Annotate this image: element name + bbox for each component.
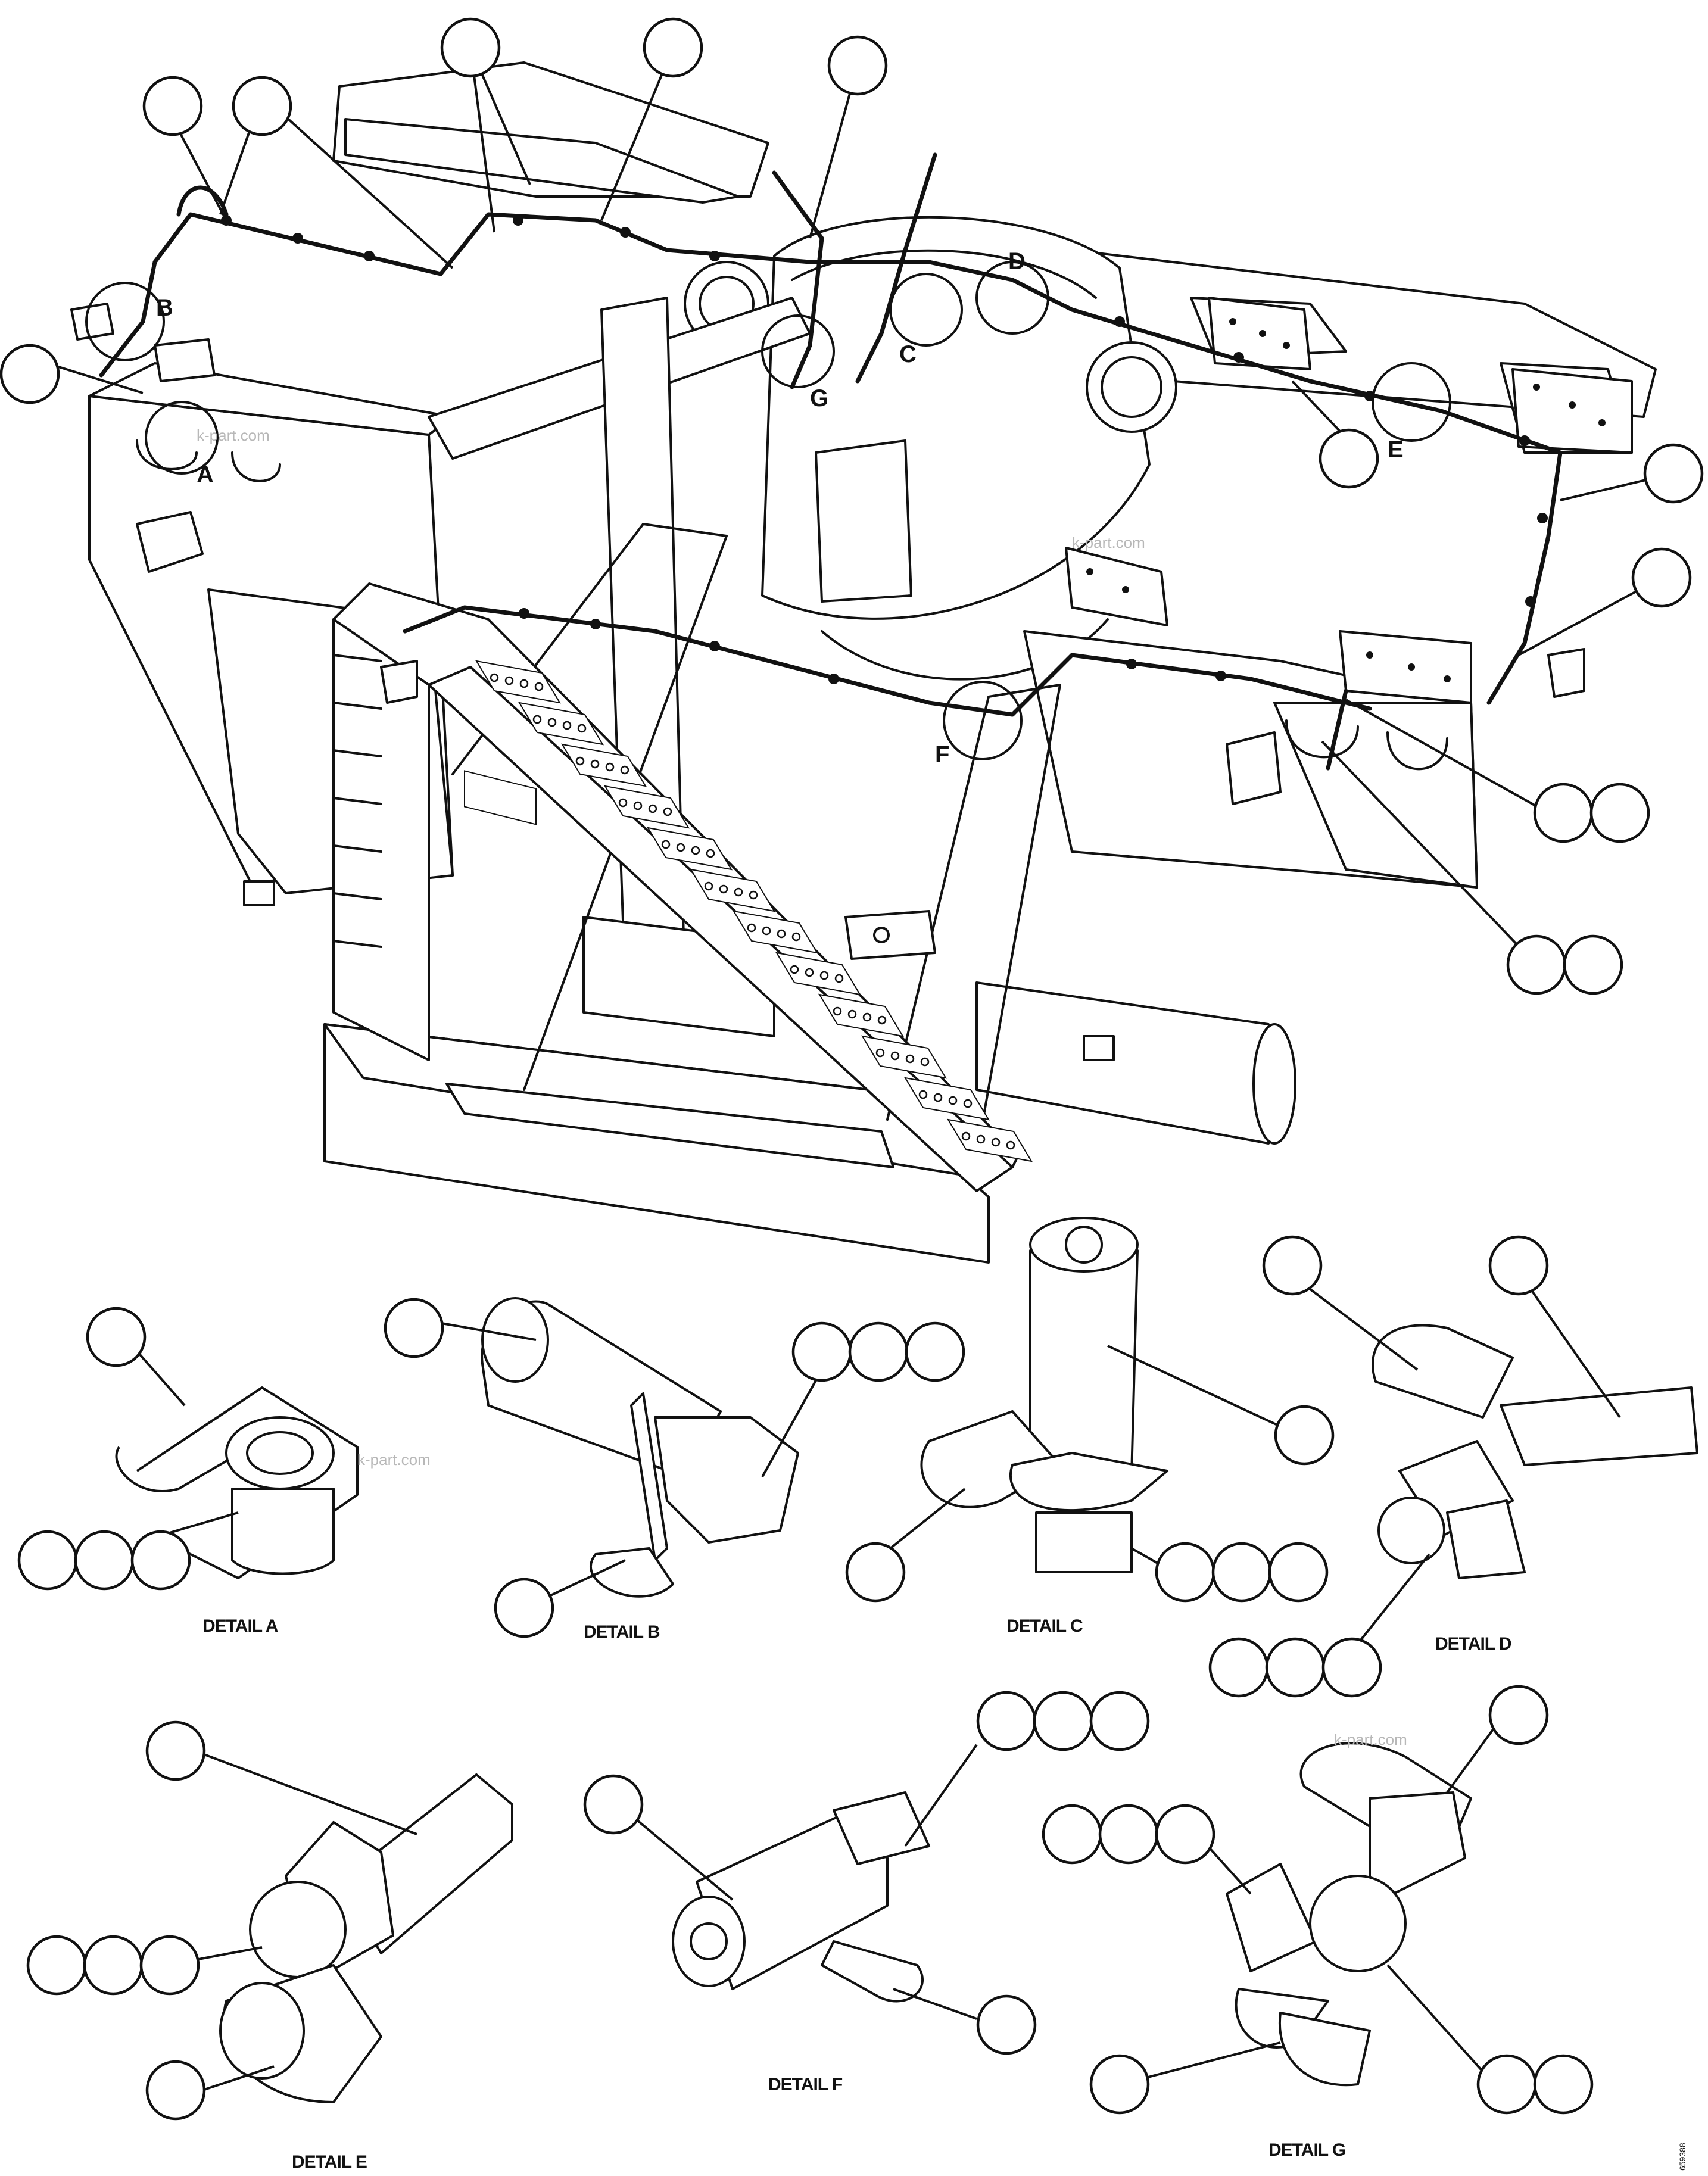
tread-hole bbox=[847, 1009, 857, 1019]
detail-e: DETAIL E bbox=[26, 1720, 513, 2172]
detail-b: DETAIL B bbox=[384, 1297, 965, 1642]
stair-tread bbox=[475, 660, 561, 704]
tread-hole bbox=[933, 1093, 943, 1102]
tread-hole bbox=[762, 926, 771, 936]
view-letter-g: G bbox=[810, 385, 828, 411]
tread-hole bbox=[648, 804, 657, 813]
tread-hole bbox=[620, 765, 629, 775]
stair-tread bbox=[861, 1035, 947, 1079]
tread-hole bbox=[691, 846, 700, 855]
view-letter-f: F bbox=[935, 741, 949, 768]
detail-b-label: DETAIL B bbox=[584, 1622, 660, 1642]
detail-c-label: DETAIL C bbox=[1006, 1616, 1083, 1636]
detail-e-label: DETAIL E bbox=[292, 2152, 367, 2172]
tread-hole bbox=[991, 1137, 1001, 1147]
tread-hole bbox=[777, 929, 786, 939]
tread-hole bbox=[676, 843, 685, 852]
tread-hole bbox=[534, 682, 544, 691]
stair-tread bbox=[947, 1118, 1033, 1162]
view-letter-c: C bbox=[899, 341, 917, 367]
tread-hole bbox=[575, 756, 585, 766]
tread-hole bbox=[747, 923, 756, 933]
view-letter-b: B bbox=[156, 295, 173, 321]
detail-d-label: DETAIL D bbox=[1435, 1634, 1511, 1654]
watermark-1: k-part.com bbox=[197, 426, 270, 444]
tread-hole bbox=[547, 718, 557, 727]
tread-hole bbox=[605, 762, 615, 772]
stair-tread bbox=[690, 868, 775, 912]
tread-hole bbox=[862, 1012, 872, 1022]
tread-hole bbox=[875, 1048, 885, 1058]
detail-g-label: DETAIL G bbox=[1268, 2140, 1345, 2160]
wiring-harness bbox=[99, 152, 1563, 771]
tread-hole bbox=[577, 724, 587, 733]
watermark-4: k-part.com bbox=[1334, 1731, 1407, 1748]
tread-hole bbox=[661, 840, 671, 849]
stair-tread bbox=[775, 952, 861, 996]
tread-hole bbox=[890, 1051, 900, 1061]
tread-hole bbox=[704, 881, 713, 891]
tread-hole bbox=[562, 721, 572, 730]
stairway bbox=[332, 582, 1033, 1192]
tread-hole bbox=[519, 679, 529, 688]
tread-hole bbox=[805, 968, 814, 977]
tread-hole bbox=[834, 974, 844, 983]
tread-hole bbox=[877, 1015, 887, 1025]
detail-a-label: DETAIL A bbox=[202, 1616, 278, 1636]
tread-hole bbox=[976, 1134, 986, 1144]
tread-hole bbox=[1006, 1140, 1015, 1150]
tread-hole bbox=[590, 759, 600, 769]
view-circles bbox=[85, 261, 1451, 760]
stair-tread bbox=[818, 993, 904, 1037]
connector-brackets bbox=[70, 303, 1585, 805]
tread-hole bbox=[961, 1131, 971, 1141]
tread-hole bbox=[791, 932, 801, 942]
tread-hole bbox=[918, 1090, 928, 1099]
tread-hole bbox=[963, 1099, 973, 1108]
tread-hole bbox=[734, 887, 743, 897]
tread-hole bbox=[948, 1096, 958, 1105]
tread-hole bbox=[633, 801, 643, 810]
view-letter-e: E bbox=[1388, 437, 1404, 463]
tread-hole bbox=[706, 849, 715, 858]
detail-c: DETAIL C bbox=[845, 1217, 1335, 1636]
watermark-2: k-part.com bbox=[1072, 534, 1145, 551]
tread-hole bbox=[749, 890, 758, 900]
detail-f-label: DETAIL F bbox=[768, 2075, 843, 2094]
view-letter-a: A bbox=[197, 462, 214, 488]
tread-hole bbox=[819, 971, 829, 980]
tread-hole bbox=[490, 673, 499, 682]
stair-tread bbox=[904, 1077, 990, 1121]
view-letters: A B C D E F G bbox=[156, 248, 1404, 768]
stair-tread bbox=[518, 702, 604, 746]
tread-hole bbox=[719, 884, 728, 894]
tread-hole bbox=[833, 1006, 842, 1016]
watermark-3: k-part.com bbox=[357, 1451, 431, 1469]
main-callouts bbox=[0, 17, 1704, 995]
stair-tread bbox=[647, 827, 733, 871]
stair-tread bbox=[604, 785, 690, 829]
tread-hole bbox=[920, 1057, 930, 1067]
drawing-code: 659388 bbox=[1678, 2143, 1687, 2171]
tread-hole bbox=[504, 676, 514, 685]
tread-hole bbox=[790, 965, 799, 974]
view-letter-d: D bbox=[1008, 248, 1026, 275]
tread-hole bbox=[618, 798, 628, 808]
detail-a: DETAIL A bbox=[17, 1307, 359, 1636]
stair-tread bbox=[733, 910, 818, 954]
tread-hole bbox=[663, 807, 672, 816]
detail-d: DETAIL D bbox=[1208, 1235, 1698, 1698]
tread-hole bbox=[532, 715, 542, 724]
detail-f: DETAIL F bbox=[583, 1691, 1150, 2094]
detail-g: DETAIL G bbox=[1042, 1685, 1594, 2160]
tread-hole bbox=[905, 1054, 915, 1064]
stair-tread bbox=[561, 743, 647, 787]
